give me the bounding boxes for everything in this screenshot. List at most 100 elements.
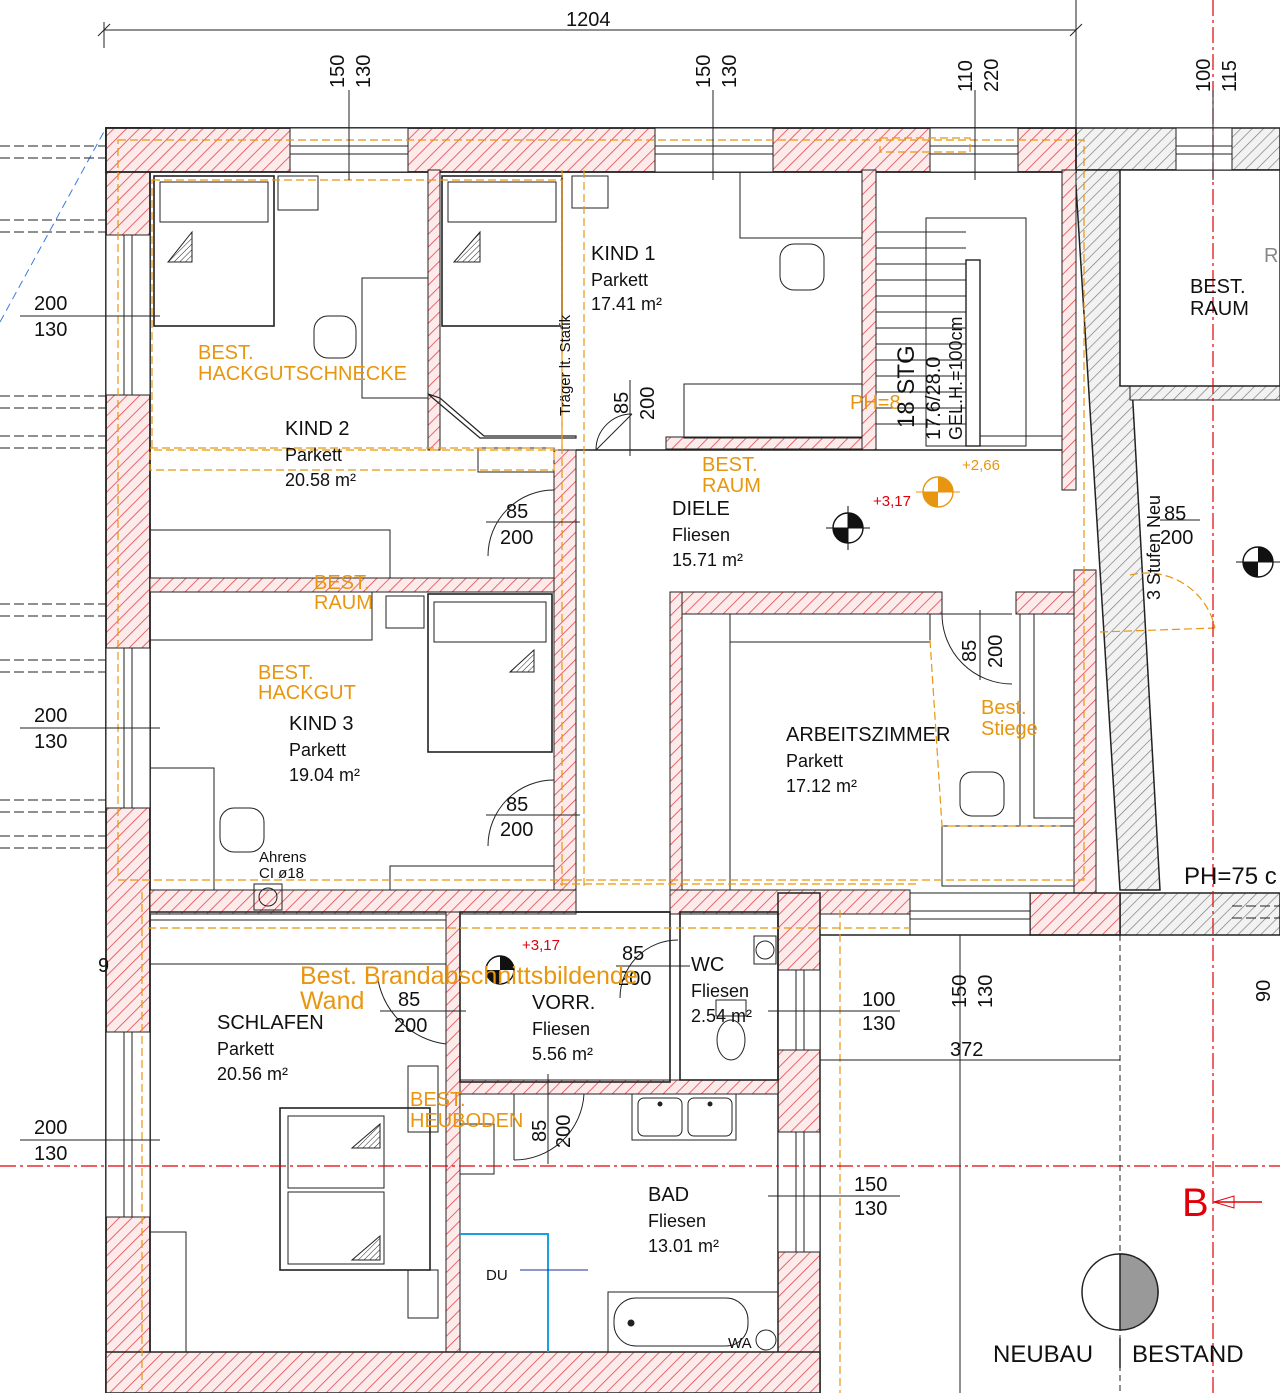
dim-door-kind1-w: 85 — [611, 392, 633, 414]
room-vorr-floor: Fliesen — [532, 1019, 590, 1039]
room-kind3-floor: Parkett — [289, 740, 346, 760]
note-stufen: 3 Stufen Neu — [1144, 495, 1164, 600]
dim-win-d-bot: 115 — [1219, 60, 1241, 92]
existing-labels: BEST. HACKGUTSCHNECKE BEST. RAUM BEST. R… — [198, 342, 1038, 1132]
room-arbeitszimmer-name: ARBEITSZIMMER — [786, 724, 950, 746]
dim-win-c-bot: 220 — [981, 59, 1003, 92]
dimension-texts: 1204 150 130 150 130 110 220 100 115 200… — [34, 9, 1280, 1220]
shower-outline — [460, 1233, 549, 1352]
dim-door-kind3-w: 85 — [506, 794, 528, 816]
dim-door-kind1-h: 200 — [637, 387, 659, 420]
room-best-raum-line1: BEST. — [1190, 276, 1246, 298]
dim-door-stufen-h: 200 — [1160, 527, 1193, 549]
dim-door-wc-w: 85 — [622, 943, 644, 965]
note-stairs-3: GEL.H.=100cm — [946, 316, 966, 440]
room-kind3-name: KIND 3 — [289, 713, 353, 735]
diagonal-guide — [0, 127, 107, 323]
dim-door-kind2-h: 200 — [500, 527, 533, 549]
windows — [105, 127, 1233, 1253]
note-stairs-1: 18 STG — [893, 345, 920, 428]
dim-win-a-top: 150 — [327, 55, 349, 88]
doors — [377, 413, 1013, 1161]
label-hackgutschnecke-2: HACKGUTSCHNECKE — [198, 363, 407, 385]
furniture — [149, 171, 1075, 1353]
dim-left-3-top: 200 — [34, 1117, 67, 1139]
note-chimney-2: CI ø18 — [259, 865, 304, 882]
room-vorr-name: VORR. — [532, 992, 595, 1014]
label-wand-2: Wand — [300, 987, 364, 1015]
room-kind3-area: 19.04 m² — [289, 765, 360, 785]
dim-left-3-bot: 130 — [34, 1143, 67, 1165]
room-arbeitszimmer-floor: Parkett — [786, 751, 843, 771]
note-stairs-2: 17.6/28.0 — [923, 357, 945, 440]
room-arbeitszimmer-area: 17.12 m² — [786, 776, 857, 796]
level-symbols — [485, 476, 1280, 985]
dim-door-stufen-w: 85 — [1164, 503, 1186, 525]
room-bad-area: 13.01 m² — [648, 1236, 719, 1256]
dim-door-schlafen-w: 85 — [398, 989, 420, 1011]
room-schlafen-floor: Parkett — [217, 1039, 274, 1059]
existing-walls — [1074, 127, 1280, 936]
dim-door-kind2-w: 85 — [506, 501, 528, 523]
note-wa: WA — [728, 1335, 752, 1352]
dim-door-bad-w: 85 — [529, 1120, 551, 1142]
dim-right-edge-top: 90 — [1253, 980, 1275, 1002]
room-kind1-area: 17.41 m² — [591, 294, 662, 314]
dim-win-d-top: 100 — [1193, 59, 1215, 92]
section-arrow-head — [1212, 1195, 1235, 1209]
dim-win-b-top: 150 — [693, 55, 715, 88]
dim-door-wc-h: 200 — [618, 968, 651, 990]
label-raum-diele-2: RAUM — [702, 475, 761, 497]
room-bad-name: BAD — [648, 1184, 689, 1206]
note-chimney-1: Ahrens — [259, 849, 307, 866]
label-hackgut-1: BEST. — [258, 662, 314, 684]
dim-top-overall: 1204 — [566, 9, 611, 31]
dim-win-bad-bot: 130 — [854, 1198, 887, 1220]
room-diele-floor: Fliesen — [672, 525, 730, 545]
existing-outlines — [117, 137, 1216, 1393]
label-ph-partial: PH=8 — [850, 392, 901, 414]
annotations: Träger lt. Statik 18 STG 17.6/28.0 GEL.H… — [259, 245, 1278, 1368]
label-raum-diele-1: BEST. — [702, 454, 758, 476]
room-wc-floor: Fliesen — [691, 981, 749, 1001]
dim-win-a-bot: 130 — [353, 55, 375, 88]
dim-door-bad-h: 200 — [553, 1115, 575, 1148]
label-raum-kind-1: BEST. — [314, 572, 370, 594]
label-wand-1: Best. Brandabschnittsbildende — [300, 962, 638, 990]
room-wc-area: 2.54 m² — [691, 1006, 752, 1026]
label-raum-kind-2: RAUM — [314, 592, 373, 614]
room-best-raum-line2: RAUM — [1190, 298, 1249, 320]
room-diele-area: 15.71 m² — [672, 550, 743, 570]
note-du: DU — [486, 1267, 508, 1284]
dim-win-b-bot: 130 — [719, 55, 741, 88]
room-bad-floor: Fliesen — [648, 1211, 706, 1231]
label-hackgutschnecke-1: BEST. — [198, 342, 254, 364]
room-vorr-area: 5.56 m² — [532, 1044, 593, 1064]
legend-existing-label: BESTAND — [1132, 1341, 1244, 1368]
staircase — [876, 217, 1062, 447]
room-kind2-name: KIND 2 — [285, 418, 349, 440]
dim-left-1-bot: 130 — [34, 319, 67, 341]
label-heuboden-1: BEST. — [410, 1089, 466, 1111]
room-kind1-floor: Parkett — [591, 270, 648, 290]
label-heuboden-2: HEUBODEN — [410, 1110, 523, 1132]
dim-win-wc-top: 100 — [862, 989, 895, 1011]
note-level-a: +2,66 — [962, 457, 1000, 474]
label-stiege-1: Best. — [981, 697, 1027, 719]
note-level-b: +3,17 — [873, 493, 911, 510]
room-kind1-name: KIND 1 — [591, 243, 655, 265]
room-schlafen-name: SCHLAFEN — [217, 1012, 324, 1034]
dim-door-arbeit-w: 85 — [959, 640, 981, 662]
dim-south-run: 372 — [950, 1039, 983, 1061]
dim-door-arbeit-h: 200 — [985, 635, 1007, 668]
dim-left-2-top: 200 — [34, 705, 67, 727]
dimension-lines — [20, 0, 1214, 1393]
legend-new-label: NEUBAU — [993, 1341, 1093, 1368]
room-labels: KIND 1 Parkett 17.41 m² KIND 2 Parkett 2… — [217, 243, 1249, 1256]
room-schlafen-area: 20.56 m² — [217, 1064, 288, 1084]
legend-existing-half — [1119, 1253, 1159, 1331]
room-kind2-floor: Parkett — [285, 445, 342, 465]
dim-left-2-bot: 130 — [34, 731, 67, 753]
